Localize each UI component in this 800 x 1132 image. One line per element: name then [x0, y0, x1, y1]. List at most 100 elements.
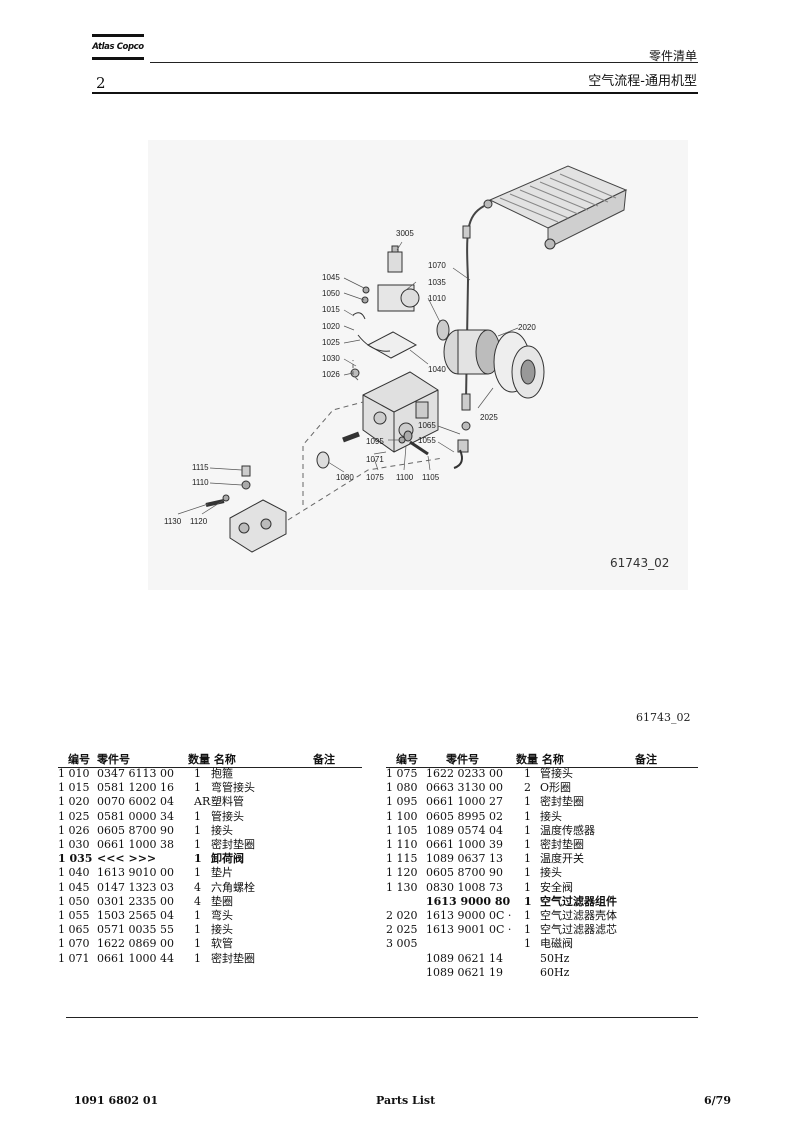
quantity: 1 [194, 781, 201, 795]
part-name: 接头 [211, 823, 233, 837]
callout-2025: 2025 [480, 413, 498, 422]
quantity: 2 [524, 781, 531, 795]
quantity: 1 [524, 937, 531, 951]
quantity: 1 [194, 852, 202, 866]
callout-1130: 1130 [164, 517, 182, 526]
part-name: 温度开关 [540, 852, 584, 866]
item-number: 1 020 [58, 795, 90, 809]
callout-1015: 1015 [322, 305, 340, 314]
callout-1075: 1075 [366, 473, 384, 482]
part-name: 温度传感器 [540, 823, 595, 837]
callout-1026: 1026 [322, 370, 340, 379]
item-number: 1 075 [386, 767, 418, 780]
caption-reference: 61743_02 [636, 711, 691, 724]
quantity: 1 [194, 823, 201, 837]
part-number: 0070 6002 04 [97, 795, 174, 809]
part-name: O形圈 [540, 781, 572, 795]
header-item-no: 编号 [68, 753, 90, 766]
part-name: 弯头 [211, 909, 233, 922]
item-number: 1 071 [58, 951, 90, 965]
part-number: <<< >>> [97, 852, 157, 866]
part-name: 卸荷阀 [211, 852, 244, 866]
part-name: 六角螺栓 [211, 880, 255, 894]
item-number: 1 050 [58, 894, 90, 908]
part-name: 密封垫圈 [540, 795, 584, 809]
item-number: 1 015 [58, 781, 90, 795]
part-name: 管接头 [540, 767, 573, 780]
callout-1105: 1105 [422, 473, 440, 482]
callout-1070: 1070 [428, 261, 446, 270]
quantity: 1 [524, 809, 531, 823]
quantity: 4 [194, 894, 201, 908]
part-number: 0347 6113 00 [97, 767, 174, 780]
part-number: 1089 0621 14 [426, 951, 503, 965]
callout-3005: 3005 [396, 229, 414, 238]
item-number: 1 070 [58, 937, 90, 951]
item-number: 2 020 [386, 909, 418, 922]
part-number: 1622 0233 00 [426, 767, 503, 780]
item-number: 1 120 [386, 866, 418, 880]
callout-1045: 1045 [322, 273, 340, 282]
part-number: 0661 1000 44 [97, 951, 174, 965]
part-number: 0605 8700 90 [426, 866, 503, 880]
item-number: 1 026 [58, 823, 90, 837]
header-qty-name: 数量 名称 [188, 753, 236, 766]
item-number: 1 055 [58, 909, 90, 922]
part-number: 0581 1200 16 [97, 781, 174, 795]
part-name: 接头 [540, 809, 562, 823]
air-filter [443, 329, 545, 399]
footer-rule [66, 1017, 698, 1018]
item-number: 2 025 [386, 923, 418, 937]
part-number: 1613 9001 0C · [426, 923, 512, 937]
part-name: 密封垫圈 [211, 951, 255, 965]
part-name: 50Hz [540, 951, 570, 965]
item-number: 1 080 [386, 781, 418, 795]
drawing-svg: 3005 1045 1070 1035 1050 1010 1015 1020 … [164, 165, 628, 553]
valve-block [362, 371, 439, 453]
callout-1040: 1040 [428, 365, 446, 374]
callout-2020: 2020 [518, 323, 536, 332]
part-name: 密封垫圈 [211, 838, 255, 851]
quantity: 1 [524, 909, 531, 922]
part-number: 0661 1000 27 [426, 795, 503, 809]
part-number: 0661 1000 38 [97, 838, 174, 851]
item-number: 1 025 [58, 809, 90, 823]
part-number: 0147 1323 03 [97, 880, 174, 894]
callout-1020: 1020 [322, 322, 340, 331]
part-number: 0301 2335 00 [97, 894, 174, 908]
part-number: 1613 9000 0C · [426, 909, 512, 922]
quantity: 1 [524, 823, 531, 837]
part-number: 1613 9010 00 [97, 866, 174, 880]
part-number: 0605 8995 02 [426, 809, 503, 823]
part-number: 1622 0869 00 [97, 937, 174, 951]
callout-1065: 1065 [418, 421, 436, 430]
quantity: 1 [194, 923, 201, 937]
part-number: 0581 0000 34 [97, 809, 174, 823]
item-number: 1 045 [58, 880, 90, 894]
callout-1055: 1055 [418, 436, 436, 445]
part-name: 空气过滤器壳体 [540, 909, 617, 922]
part-name: 密封垫圈 [540, 838, 584, 851]
quantity: 1 [194, 866, 201, 880]
callout-1071: 1071 [366, 455, 384, 464]
quantity: 1 [524, 866, 531, 880]
part-number: 0571 0035 55 [97, 923, 174, 937]
header-remarks: 备注 [313, 753, 335, 766]
quantity: 1 [194, 838, 201, 851]
part-name: 空气过滤器组件 [540, 894, 617, 908]
part-name: 接头 [540, 866, 562, 880]
part-name: 塑料管 [211, 795, 244, 809]
quantity: 1 [524, 894, 532, 908]
part-name: 安全阀 [540, 880, 573, 894]
logo-text: Atlas Copco [92, 42, 144, 52]
atlas-copco-logo: Atlas Copco [92, 34, 144, 62]
callout-1025: 1025 [322, 338, 340, 347]
item-number: 1 030 [58, 838, 90, 851]
quantity: 1 [524, 880, 531, 894]
part-number: 1089 0637 13 [426, 852, 503, 866]
part-name: 垫圈 [211, 894, 233, 908]
callout-1095: 1095 [366, 437, 384, 446]
callout-1050: 1050 [322, 289, 340, 298]
part-number: 1613 9000 80 [426, 894, 511, 908]
part-number: 0830 1008 73 [426, 880, 503, 894]
